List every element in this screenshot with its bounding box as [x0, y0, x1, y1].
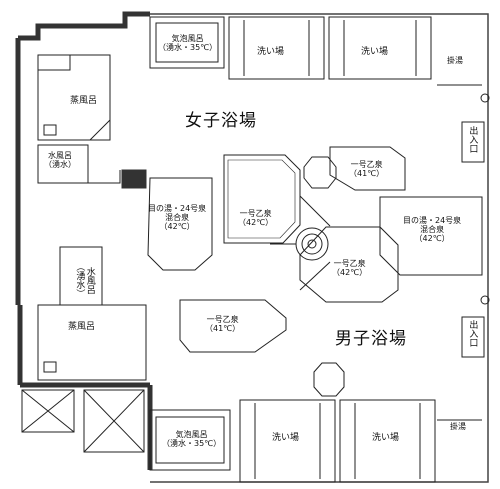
outer-wall-thick [15, 11, 153, 470]
entrance-bottom-label: 出入口 [467, 320, 478, 347]
center-fountain [295, 227, 329, 261]
steam-bath-bottom-label: 蒸風呂 [68, 322, 96, 332]
bubble-bath-bottom-label: 気泡風呂 （湧水・35℃） [162, 430, 222, 449]
pool-women-center [223, 154, 301, 244]
kakeyu-top-label: 掛湯 [447, 56, 463, 65]
washing-area-bottom-1-label: 洗い場 [272, 433, 300, 443]
washing-area-bottom-1 [239, 399, 336, 483]
pool-women-left [147, 177, 213, 271]
octagon-top [303, 156, 337, 189]
spring-top-right-label: 一号乙泉 （41℃） [349, 160, 385, 179]
steam-bath-top-label: 蒸風呂 [70, 96, 98, 106]
spring-center-women-label: 一号乙泉 （42℃） [238, 209, 274, 228]
washing-area-bottom-2-label: 洗い場 [372, 433, 400, 443]
women-bath-label: 女子浴場 [185, 111, 257, 131]
pool-top-right [329, 146, 406, 191]
spring-right-men-label: 目の湯・24号泉 混合泉 （42℃） [403, 216, 462, 244]
bubble-bath-top-outline [149, 16, 225, 69]
pool-men-center [299, 226, 399, 303]
washing-area-bottom-2 [339, 399, 436, 483]
kakeyu-bottom-label: 掛湯 [450, 422, 466, 431]
octagon-bottom [313, 362, 345, 397]
vent-box-2 [83, 389, 145, 453]
pool-men-right [379, 196, 483, 276]
men-bath-label: 男子浴場 [335, 329, 407, 349]
washing-area-top-1 [228, 16, 325, 80]
steam-bath-bottom-room [37, 304, 147, 381]
bubble-bath-bottom-outline [149, 409, 231, 471]
entrance-bottom-door [461, 316, 485, 358]
cold-bath-side-label: 水風呂 （湧水） [74, 262, 95, 298]
outer-wall-thin [150, 13, 489, 483]
spring-left-men-label: 一号乙泉 （41℃） [205, 315, 241, 334]
washing-area-top-1-label: 洗い場 [257, 47, 285, 57]
steam-bath-top-room [37, 54, 111, 141]
pool-men-left [179, 299, 287, 353]
entrance-top-door [461, 121, 485, 163]
spring-center-men-label: 一号乙泉 （42℃） [332, 259, 368, 278]
spring-left-women-label: 目の湯・24号泉 混合泉 （42℃） [148, 204, 207, 232]
bubble-bath-top-label: 気泡風呂 （湧水・35℃） [158, 34, 218, 53]
washing-area-top-2-label: 洗い場 [361, 47, 389, 57]
vent-box-1 [21, 389, 75, 433]
entrance-top-label: 出入口 [467, 126, 478, 153]
cold-bath-top-label: 水風呂 （湧水） [44, 151, 76, 170]
